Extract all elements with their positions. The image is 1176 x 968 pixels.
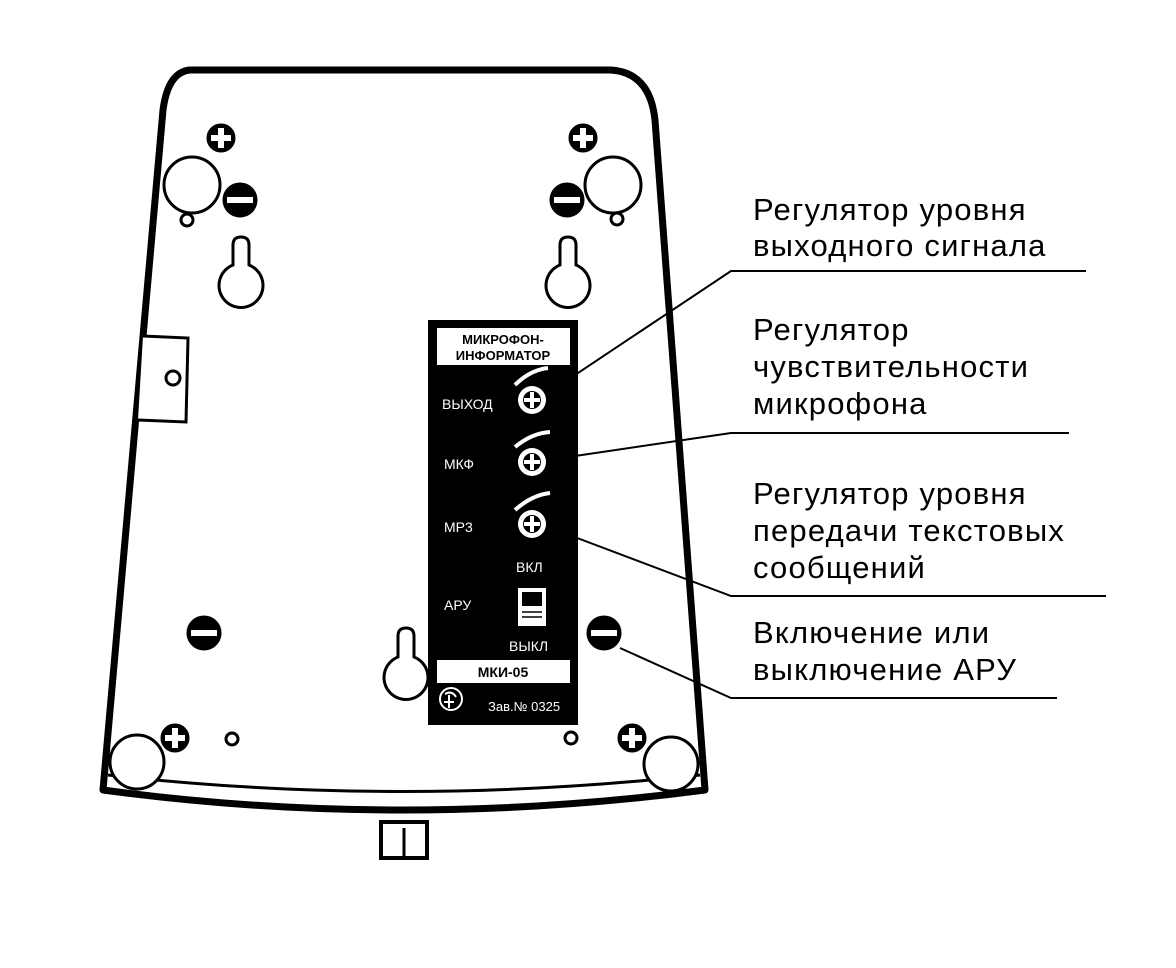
knob-mp3-level[interactable] bbox=[518, 510, 546, 538]
leader-mic bbox=[547, 432, 1069, 461]
callout-agc-line1: Включение или bbox=[753, 615, 990, 650]
label-mic: МКФ bbox=[444, 456, 474, 472]
callout-output-line1: Регулятор уровня bbox=[753, 192, 1027, 227]
callout-mp3-line3: сообщений bbox=[753, 550, 926, 585]
callout-mic-line3: микрофона bbox=[753, 386, 928, 421]
screw-plus bbox=[617, 723, 647, 753]
screw-slot bbox=[186, 615, 222, 651]
mounting-features bbox=[108, 123, 700, 793]
leader-lines bbox=[547, 270, 1106, 699]
panel-title-line1: МИКРОФОН- bbox=[462, 332, 544, 347]
leader-mp3 bbox=[547, 526, 1106, 597]
keyhole bbox=[544, 235, 592, 309]
model-label: МКИ-05 bbox=[478, 664, 529, 680]
leader-agc bbox=[619, 647, 1057, 699]
callouts: Регулятор уровня выходного сигнала Регул… bbox=[753, 192, 1065, 687]
keyhole bbox=[382, 626, 430, 701]
switch-off-label: ВЫКЛ bbox=[509, 638, 548, 654]
small-hole bbox=[179, 212, 195, 228]
keyhole bbox=[217, 235, 265, 309]
small-hole bbox=[224, 731, 240, 747]
screw-plus bbox=[206, 123, 236, 153]
model-box bbox=[437, 660, 570, 683]
knob-mic-sensitivity[interactable] bbox=[518, 448, 546, 476]
callout-mic-line2: чувствительности bbox=[753, 349, 1029, 384]
screw-plus bbox=[568, 123, 598, 153]
screw-slot bbox=[586, 615, 622, 651]
small-hole bbox=[609, 211, 625, 227]
label-agc: АРУ bbox=[444, 597, 471, 613]
agc-switch[interactable] bbox=[518, 588, 546, 626]
label-out: ВЫХОД bbox=[442, 396, 493, 412]
manufacturer-logo bbox=[439, 687, 463, 711]
foot-top-right bbox=[583, 155, 643, 215]
leader-output bbox=[547, 270, 1086, 394]
screw-plus bbox=[160, 723, 190, 753]
foot-bottom-right bbox=[642, 735, 700, 793]
control-panel: МИКРОФОН- ИНФОРМАТОР ВЫХОД МКФ МР3 АРУ В… bbox=[428, 320, 578, 725]
small-hole bbox=[563, 730, 579, 746]
knob-output-level[interactable] bbox=[518, 386, 546, 414]
callout-mp3-line1: Регулятор уровня bbox=[753, 476, 1027, 511]
panel-title-box bbox=[437, 328, 570, 365]
label-mp3: МР3 bbox=[444, 519, 473, 535]
foot-top-left bbox=[162, 155, 222, 215]
callout-agc-line2: выключение АРУ bbox=[753, 652, 1017, 687]
switch-on-label: ВКЛ bbox=[516, 559, 543, 575]
panel-title-line2: ИНФОРМАТОР bbox=[456, 348, 551, 363]
serial-number: Зав.№ 0325 bbox=[488, 699, 560, 714]
screw-slot bbox=[549, 182, 585, 218]
foot-bottom-left bbox=[108, 733, 166, 791]
callout-output-line2: выходного сигнала bbox=[753, 228, 1047, 263]
callout-mp3-line2: передачи текстовых bbox=[753, 513, 1065, 548]
screw-slot bbox=[222, 182, 258, 218]
callout-mic-line1: Регулятор bbox=[753, 312, 910, 347]
